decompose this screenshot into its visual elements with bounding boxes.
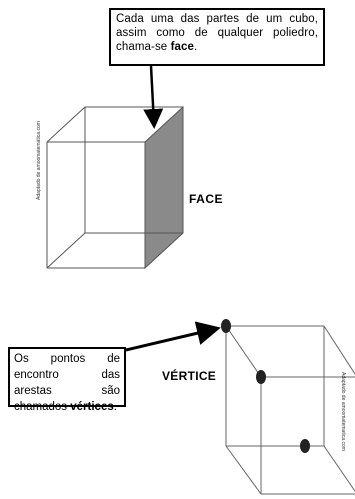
credit-left: Adaptado de amoomatemática.com	[36, 121, 42, 200]
credit-right: Adaptado de amoomatematica.com	[340, 372, 346, 451]
vertex-arrow	[125, 321, 221, 352]
vertex-dots	[221, 319, 310, 453]
vertex-definition-callout: Os pontos de encontro das arestas são ch…	[8, 347, 126, 413]
vertex-cube	[225, 325, 355, 495]
face-arrow	[143, 65, 164, 129]
face-label: FACE	[189, 192, 224, 206]
vertex-callout-text: Os pontos de encontro das arestas são ch…	[14, 353, 120, 413]
face-callout-end: .	[194, 41, 198, 53]
vertex-dot	[221, 319, 231, 333]
face-definition-callout: Cada uma das partes de um cubo, assim co…	[109, 8, 325, 66]
vertex-label: VÉRTICE	[162, 369, 217, 383]
face-callout-term: face	[170, 41, 195, 53]
face-callout-text: Cada uma das partes de um cubo, assim co…	[116, 13, 318, 53]
face-cube	[46, 105, 184, 270]
vertex-dot	[256, 370, 266, 384]
shaded-face	[144, 105, 184, 270]
vertex-callout-end: .	[113, 401, 117, 413]
vertex-callout-term: vértices	[70, 401, 114, 413]
vertex-dot	[300, 439, 310, 453]
